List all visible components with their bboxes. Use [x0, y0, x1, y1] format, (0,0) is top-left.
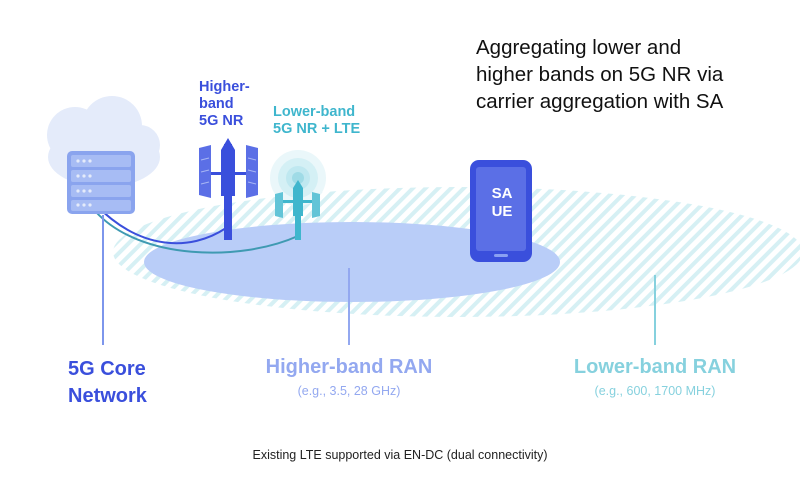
ue-phone-icon	[470, 160, 532, 262]
lower-band-ran-title: Lower-band RAN	[573, 356, 737, 378]
headline-line-1: Aggregating lower and	[476, 36, 682, 59]
core-network-label-line: 5G Core	[68, 358, 146, 380]
core-server-icon	[67, 151, 135, 214]
core-network-label: 5G Core Network	[68, 356, 147, 410]
ue-label: SA UE	[474, 185, 530, 221]
lower-band-ran-subtitle: (e.g., 600, 1700 MHz)	[594, 384, 716, 398]
core-to-lower-band-link	[95, 211, 299, 254]
higher-band-tower-label-line: band	[199, 96, 234, 112]
footnote: Existing LTE supported via EN-DC (dual c…	[252, 448, 548, 462]
higher-band-ran-coverage	[144, 222, 560, 302]
lower-band-tower-label: Lower-band 5G NR + LTE	[273, 104, 360, 138]
ue-label-line: SA	[491, 185, 513, 202]
ue-label-line: UE	[491, 203, 513, 220]
lower-band-tower-label-line: 5G NR + LTE	[273, 121, 361, 137]
higher-band-ran-subtitle: (e.g., 3.5, 28 GHz)	[297, 384, 401, 398]
lower-band-tower-icon	[270, 150, 326, 240]
lower-band-tower-label-line: Lower-band	[273, 104, 356, 120]
higher-band-tower-icon	[199, 138, 258, 240]
higher-band-tower-label: Higher- band 5G NR	[199, 79, 250, 130]
headline: Aggregating lower and higher bands on 5G…	[476, 34, 776, 115]
headline-line-2: higher bands on 5G NR via	[476, 63, 724, 86]
higher-band-tower-label-line: 5G NR	[199, 113, 244, 129]
higher-band-ran-title: Higher-band RAN	[265, 356, 433, 378]
core-to-higher-band-link	[95, 204, 227, 245]
higher-band-tower-label-line: Higher-	[199, 79, 250, 95]
headline-line-3: carrier aggregation with SA	[476, 90, 724, 113]
core-network-label-line: Network	[68, 385, 147, 407]
